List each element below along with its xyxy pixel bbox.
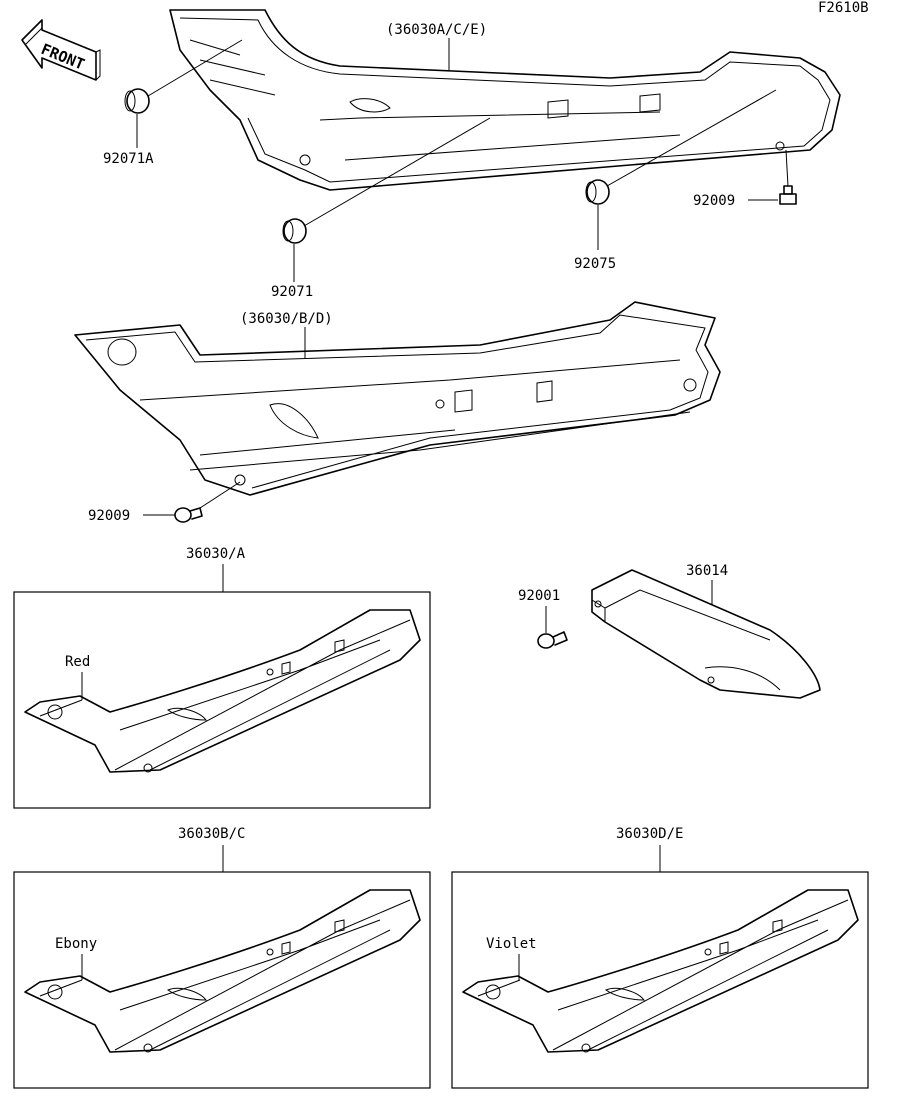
cover-lower-label: (36030/B/D)	[240, 311, 333, 327]
variant-1-color-label: Red	[65, 654, 90, 670]
variant-3-color-label: Violet	[486, 936, 537, 952]
variant-2-cover	[24, 889, 421, 1053]
screw-92001-label: 92001	[518, 588, 560, 604]
cover-upper-label: (36030A/C/E)	[386, 22, 487, 38]
screw-92009-lower-icon	[174, 507, 203, 523]
variant-2-part-label: 36030B/C	[178, 826, 245, 842]
variant-3-box	[451, 871, 869, 1089]
variant-2-box	[13, 871, 431, 1089]
screw-92009-lower-label: 92009	[88, 508, 130, 524]
screw-92009-upper-label: 92009	[693, 193, 735, 209]
grommet-92075-label: 92075	[574, 256, 616, 272]
figure-code: F2610B	[818, 0, 869, 16]
variant-1-part-label: 36030/A	[186, 546, 246, 562]
screw-92009-upper-icon	[779, 185, 797, 205]
grommet-92071-label: 92071	[271, 284, 313, 300]
variant-2-color-label: Ebony	[55, 936, 97, 952]
grommet-92071-icon	[282, 218, 307, 244]
tail-cover-label: 36014	[686, 563, 728, 579]
tail-cover-36014	[591, 569, 821, 699]
grommet-92075-icon	[585, 179, 610, 205]
front-arrow-icon: FRONT	[21, 19, 101, 81]
variant-3-cover	[462, 889, 859, 1053]
lower-side-cover	[74, 301, 721, 496]
variant-1-box	[13, 591, 431, 809]
grommet-92071a-icon	[124, 88, 150, 114]
variant-3-part-label: 36030D/E	[616, 826, 683, 842]
upper-side-cover	[169, 9, 841, 191]
grommet-92071a-label: 92071A	[103, 151, 154, 167]
variant-1-cover	[24, 609, 421, 773]
screw-92001-icon	[537, 631, 568, 649]
